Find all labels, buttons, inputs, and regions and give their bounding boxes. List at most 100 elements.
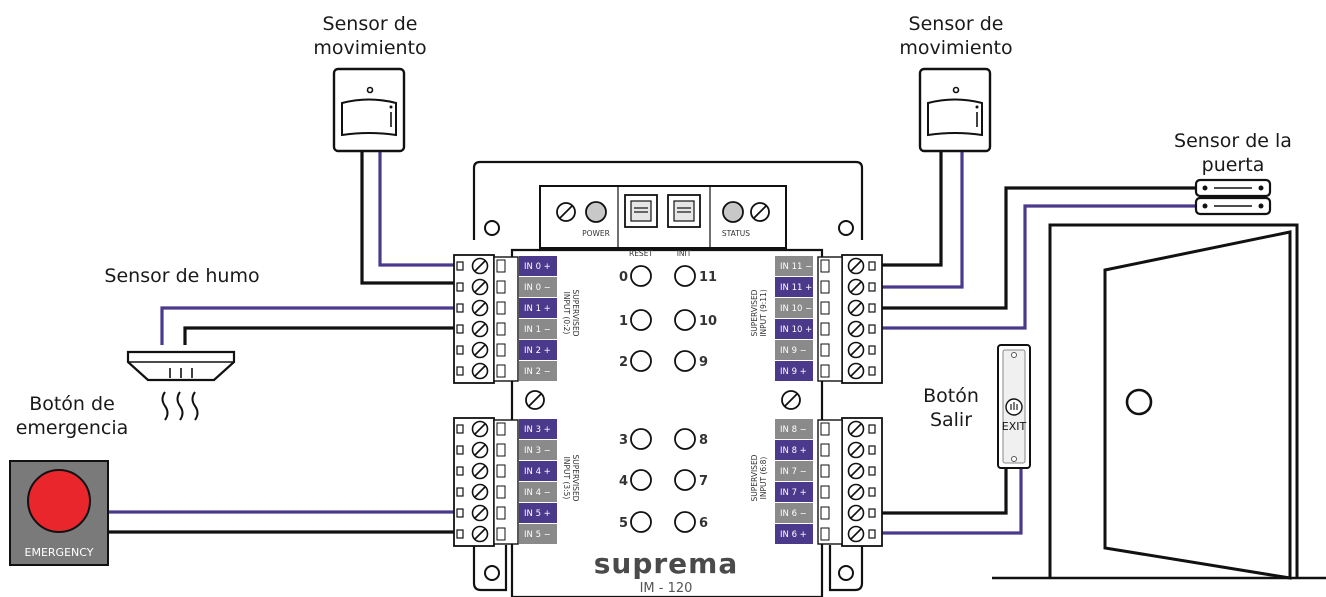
terminal-block-right-pins-top: IN 11 −IN 11 +IN 10 −IN 10 +IN 9 −IN 9 + — [775, 254, 883, 384]
mount-hole-bottom-right — [838, 565, 854, 581]
wire-smoke-purple — [160, 306, 455, 345]
door-sensor-label: Sensor de la puerta — [1174, 130, 1292, 176]
pin-label: IN 11 + — [780, 283, 812, 293]
input-led-2 — [630, 350, 652, 372]
pin-label: IN 7 + — [780, 488, 807, 498]
pin-label-bg — [775, 503, 813, 523]
led-number: 8 — [699, 433, 708, 448]
input-led-8 — [674, 428, 696, 450]
emergency-button: EMERGENCY — [9, 460, 109, 566]
input-led-6 — [674, 511, 696, 533]
emergency-text: EMERGENCY — [25, 546, 94, 559]
input-led-4 — [630, 469, 652, 491]
svg-text:SUPERVISED: SUPERVISED — [750, 289, 759, 336]
smoke-sensor-label: Sensor de humo — [104, 265, 260, 287]
pin-label-bg — [775, 461, 813, 481]
group-label-0-2: SUPERVISED INPUT (0:2) — [562, 290, 580, 337]
pin-label-bg — [775, 419, 813, 439]
door-frame — [1048, 223, 1299, 578]
reset-button[interactable]: RESET — [624, 194, 658, 258]
terminal-block-left-pins-top: IN 0 +IN 0 −IN 1 +IN 1 −IN 2 +IN 2 − — [453, 254, 557, 384]
svg-text:SUPERVISED: SUPERVISED — [571, 455, 580, 502]
pin-label: IN 5 + — [524, 509, 551, 519]
led-number: 7 — [699, 474, 708, 489]
led-number: 9 — [699, 355, 708, 370]
exit-text: EXIT — [1002, 420, 1027, 433]
init-button[interactable]: INIT — [667, 194, 701, 258]
led-number: 3 — [619, 433, 628, 448]
reset-label: RESET — [629, 249, 653, 258]
pin-label-bg — [775, 256, 813, 276]
led-number: 0 — [619, 270, 628, 285]
pin-label-bg — [519, 503, 557, 523]
led-number: 6 — [699, 516, 708, 531]
pin-label: IN 4 + — [524, 467, 551, 477]
wire-exit-black — [880, 465, 1008, 515]
led-number: 1 — [619, 314, 628, 329]
input-led-11 — [674, 265, 696, 287]
power-led — [585, 201, 607, 223]
pin-label-bg — [519, 361, 557, 381]
door-sensor — [1194, 178, 1272, 216]
pin-label: IN 10 − — [780, 304, 812, 314]
pin-label: IN 8 + — [780, 446, 807, 456]
pin-label-bg — [775, 482, 813, 502]
svg-text:SUPERVISED: SUPERVISED — [571, 290, 580, 337]
pin-label: IN 5 − — [524, 530, 551, 540]
group-label-3-5: SUPERVISED INPUT (3:5) — [562, 455, 580, 502]
exit-button-label: Botón Salir — [923, 385, 979, 431]
center-screw-left-icon — [525, 390, 545, 410]
input-led-10 — [674, 309, 696, 331]
input-led-9 — [674, 350, 696, 372]
pin-label-bg — [775, 319, 813, 339]
pin-label-bg — [775, 298, 813, 318]
terminal-block-left-pins-bottom: IN 3 +IN 3 −IN 4 +IN 4 −IN 5 +IN 5 − — [453, 417, 557, 547]
pin-label-bg — [519, 256, 557, 276]
pin-label: IN 6 − — [780, 509, 807, 519]
pin-label-bg — [519, 461, 557, 481]
wire-motion-right-purple — [880, 148, 964, 289]
exit-button: EXIT — [997, 344, 1031, 469]
pin-label: IN 2 − — [524, 367, 551, 377]
wire-door-black — [880, 186, 1196, 310]
terminal-block-right-pins-bottom: IN 8 − IN 8 + IN 7 − IN 7 + IN 6 − IN 6 + — [775, 417, 883, 547]
smoke-sensor — [126, 350, 236, 421]
status-led — [722, 201, 744, 223]
pin-label-bg — [519, 440, 557, 460]
svg-text:INPUT (9:11): INPUT (9:11) — [759, 289, 768, 337]
pin-label-bg — [519, 340, 557, 360]
pin-label: IN 2 + — [524, 346, 551, 356]
motion-sensor-left — [332, 67, 406, 153]
pin-label: IN 0 − — [524, 283, 551, 293]
wire-door-purple — [880, 204, 1196, 330]
emergency-red-button — [27, 469, 91, 533]
pin-label: IN 9 + — [780, 367, 807, 377]
input-led-3 — [630, 428, 652, 450]
mount-hole-bottom-left — [484, 565, 500, 581]
led-number: 11 — [699, 270, 717, 285]
mount-hole-top-left — [484, 220, 500, 236]
mount-hole-top-right — [838, 220, 854, 236]
svg-text:INPUT (0:2): INPUT (0:2) — [562, 292, 571, 335]
pin-label: IN 8 − — [780, 425, 807, 435]
status-led-area: STATUS — [722, 201, 770, 238]
door — [992, 223, 1326, 580]
group-label-9-11: SUPERVISED INPUT (9:11) — [750, 289, 768, 337]
pin-label: IN 6 + — [780, 530, 807, 540]
wire-motion-left-black — [360, 148, 455, 285]
pin-label-bg — [519, 419, 557, 439]
pin-label: IN 7 − — [780, 467, 807, 477]
motion-sensor-left-label: Sensor de movimiento — [313, 13, 427, 59]
motion-sensor-right — [918, 67, 992, 153]
pin-label: IN 3 − — [524, 446, 551, 456]
door-leaf — [1103, 230, 1292, 580]
model-label: IM - 120 — [640, 581, 693, 596]
wire-smoke-black — [183, 326, 455, 345]
pin-label-bg — [775, 340, 813, 360]
svg-text:INPUT (6:8): INPUT (6:8) — [759, 457, 768, 500]
init-label: INIT — [677, 249, 692, 258]
group-label-6-8: SUPERVISED INPUT (6:8) — [750, 454, 768, 501]
pin-label-bg — [519, 277, 557, 297]
pin-label-bg — [775, 361, 813, 381]
